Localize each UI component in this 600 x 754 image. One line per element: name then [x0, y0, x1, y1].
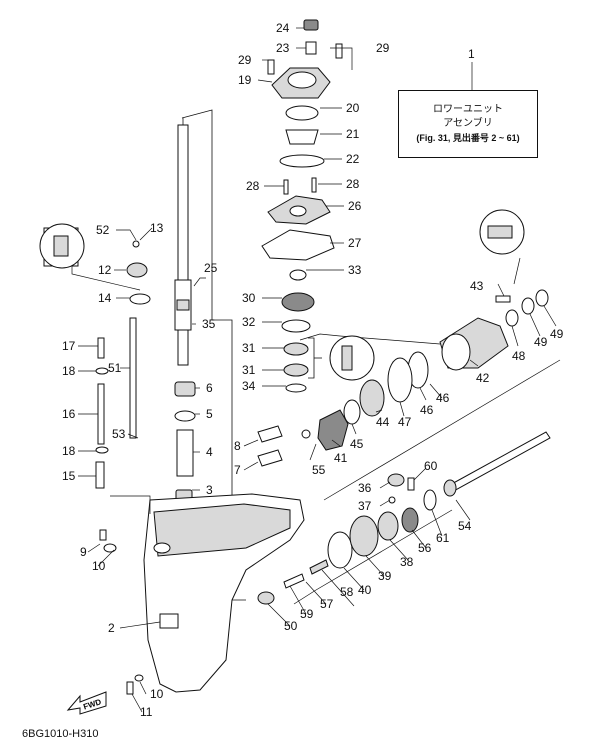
callout-1: 1 [468, 47, 475, 61]
callout-59: 59 [300, 607, 314, 621]
callout-57: 57 [320, 597, 334, 611]
water-pump-housing-19 [267, 19, 343, 99]
callout-31-lower: 31 [242, 363, 256, 377]
callout-32: 32 [242, 315, 256, 329]
legend-line-1: ロワーユニット [433, 104, 503, 115]
callout-60: 60 [424, 459, 438, 473]
callout-48: 48 [512, 349, 526, 363]
leader-lines [71, 27, 561, 713]
callout-53: 53 [112, 427, 126, 441]
lower-casing-2 [99, 493, 305, 695]
callout-34: 34 [242, 379, 256, 393]
callout-18-upper: 18 [62, 364, 76, 378]
assembly-legend-box: ロワーユニット アセンブリ (Fig. 31, 見出番号 2 ~ 61) [398, 90, 538, 158]
callout-6: 6 [206, 381, 213, 395]
callout-51: 51 [108, 361, 122, 375]
diagram-code: 6BG1010-H310 [22, 728, 99, 740]
callout-8: 8 [234, 439, 241, 453]
impeller-21 [279, 105, 325, 168]
callout-56: 56 [418, 541, 432, 555]
callout-19: 19 [238, 73, 252, 87]
callout-14: 14 [98, 291, 112, 305]
callout-38: 38 [400, 555, 414, 569]
callout-13: 13 [150, 221, 164, 235]
bearing-housing-42 [439, 289, 549, 371]
driveshaft-35 [174, 109, 246, 601]
callout-18-lower: 18 [62, 444, 76, 458]
legend-line-2: アセンブリ [443, 118, 493, 129]
callout-15: 15 [62, 469, 76, 483]
propeller-shaft-54 [443, 431, 551, 497]
callout-10-lower: 10 [150, 687, 164, 701]
callout-39: 39 [378, 569, 392, 583]
gear-seals-40-47 [257, 351, 437, 605]
callout-45: 45 [350, 437, 364, 451]
callout-4: 4 [206, 445, 213, 459]
callout-40: 40 [358, 583, 372, 597]
callout-2: 2 [108, 621, 115, 635]
callout-29-right: 29 [376, 41, 390, 55]
callout-33: 33 [348, 263, 362, 277]
callout-49-left: 49 [534, 335, 548, 349]
callout-11: 11 [140, 705, 153, 719]
lubricant-marker-left [39, 223, 85, 269]
callout-35: 35 [202, 317, 216, 331]
callout-20: 20 [346, 101, 360, 115]
callout-49-right: 49 [550, 327, 564, 341]
callout-21: 21 [346, 127, 360, 141]
forward-arrow-icon: FWD [66, 691, 107, 715]
callout-5: 5 [206, 407, 213, 421]
callout-25: 25 [204, 261, 218, 275]
callout-54: 54 [458, 519, 472, 533]
callout-28-left: 28 [246, 179, 260, 193]
callout-27: 27 [348, 236, 362, 250]
callout-43: 43 [470, 279, 484, 293]
callout-16: 16 [62, 407, 76, 421]
callout-42: 42 [476, 371, 490, 385]
callout-46-left: 46 [420, 403, 434, 417]
callout-17: 17 [62, 339, 76, 353]
callout-23: 23 [276, 41, 290, 55]
seal-7-8 [257, 425, 283, 467]
callout-37: 37 [358, 499, 372, 513]
callout-30: 30 [242, 291, 256, 305]
callout-10-upper: 10 [92, 559, 106, 573]
bearing-6 [174, 381, 196, 507]
callout-22: 22 [346, 152, 360, 166]
callout-9: 9 [80, 545, 87, 559]
callout-numbers: 2 3 4 5 6 7 8 9 10 10 11 12 13 14 15 16 … [62, 21, 564, 719]
callout-3: 3 [206, 483, 213, 497]
callout-36: 36 [358, 481, 372, 495]
callout-28-right: 28 [346, 177, 360, 191]
callout-31-upper: 31 [242, 341, 256, 355]
callout-58: 58 [340, 585, 354, 599]
callout-61: 61 [436, 531, 450, 545]
callout-26: 26 [348, 199, 362, 213]
callout-24: 24 [276, 21, 290, 35]
lubricant-marker-right [479, 209, 525, 255]
lubricant-marker-center [329, 335, 375, 381]
callout-41: 41 [334, 451, 348, 465]
legend-line-3: (Fig. 31, 見出番号 2 ~ 61) [416, 133, 520, 143]
callout-52: 52 [96, 223, 110, 237]
callout-55: 55 [312, 463, 326, 477]
pump-plate-26 [261, 177, 335, 281]
callout-50: 50 [284, 619, 298, 633]
callout-29-left: 29 [238, 53, 252, 67]
callout-44: 44 [376, 415, 390, 429]
callout-12: 12 [98, 263, 112, 277]
callout-47: 47 [398, 415, 412, 429]
callout-7: 7 [234, 463, 241, 477]
callout-46-right: 46 [436, 391, 450, 405]
bearing-stack-30-34 [281, 292, 322, 393]
